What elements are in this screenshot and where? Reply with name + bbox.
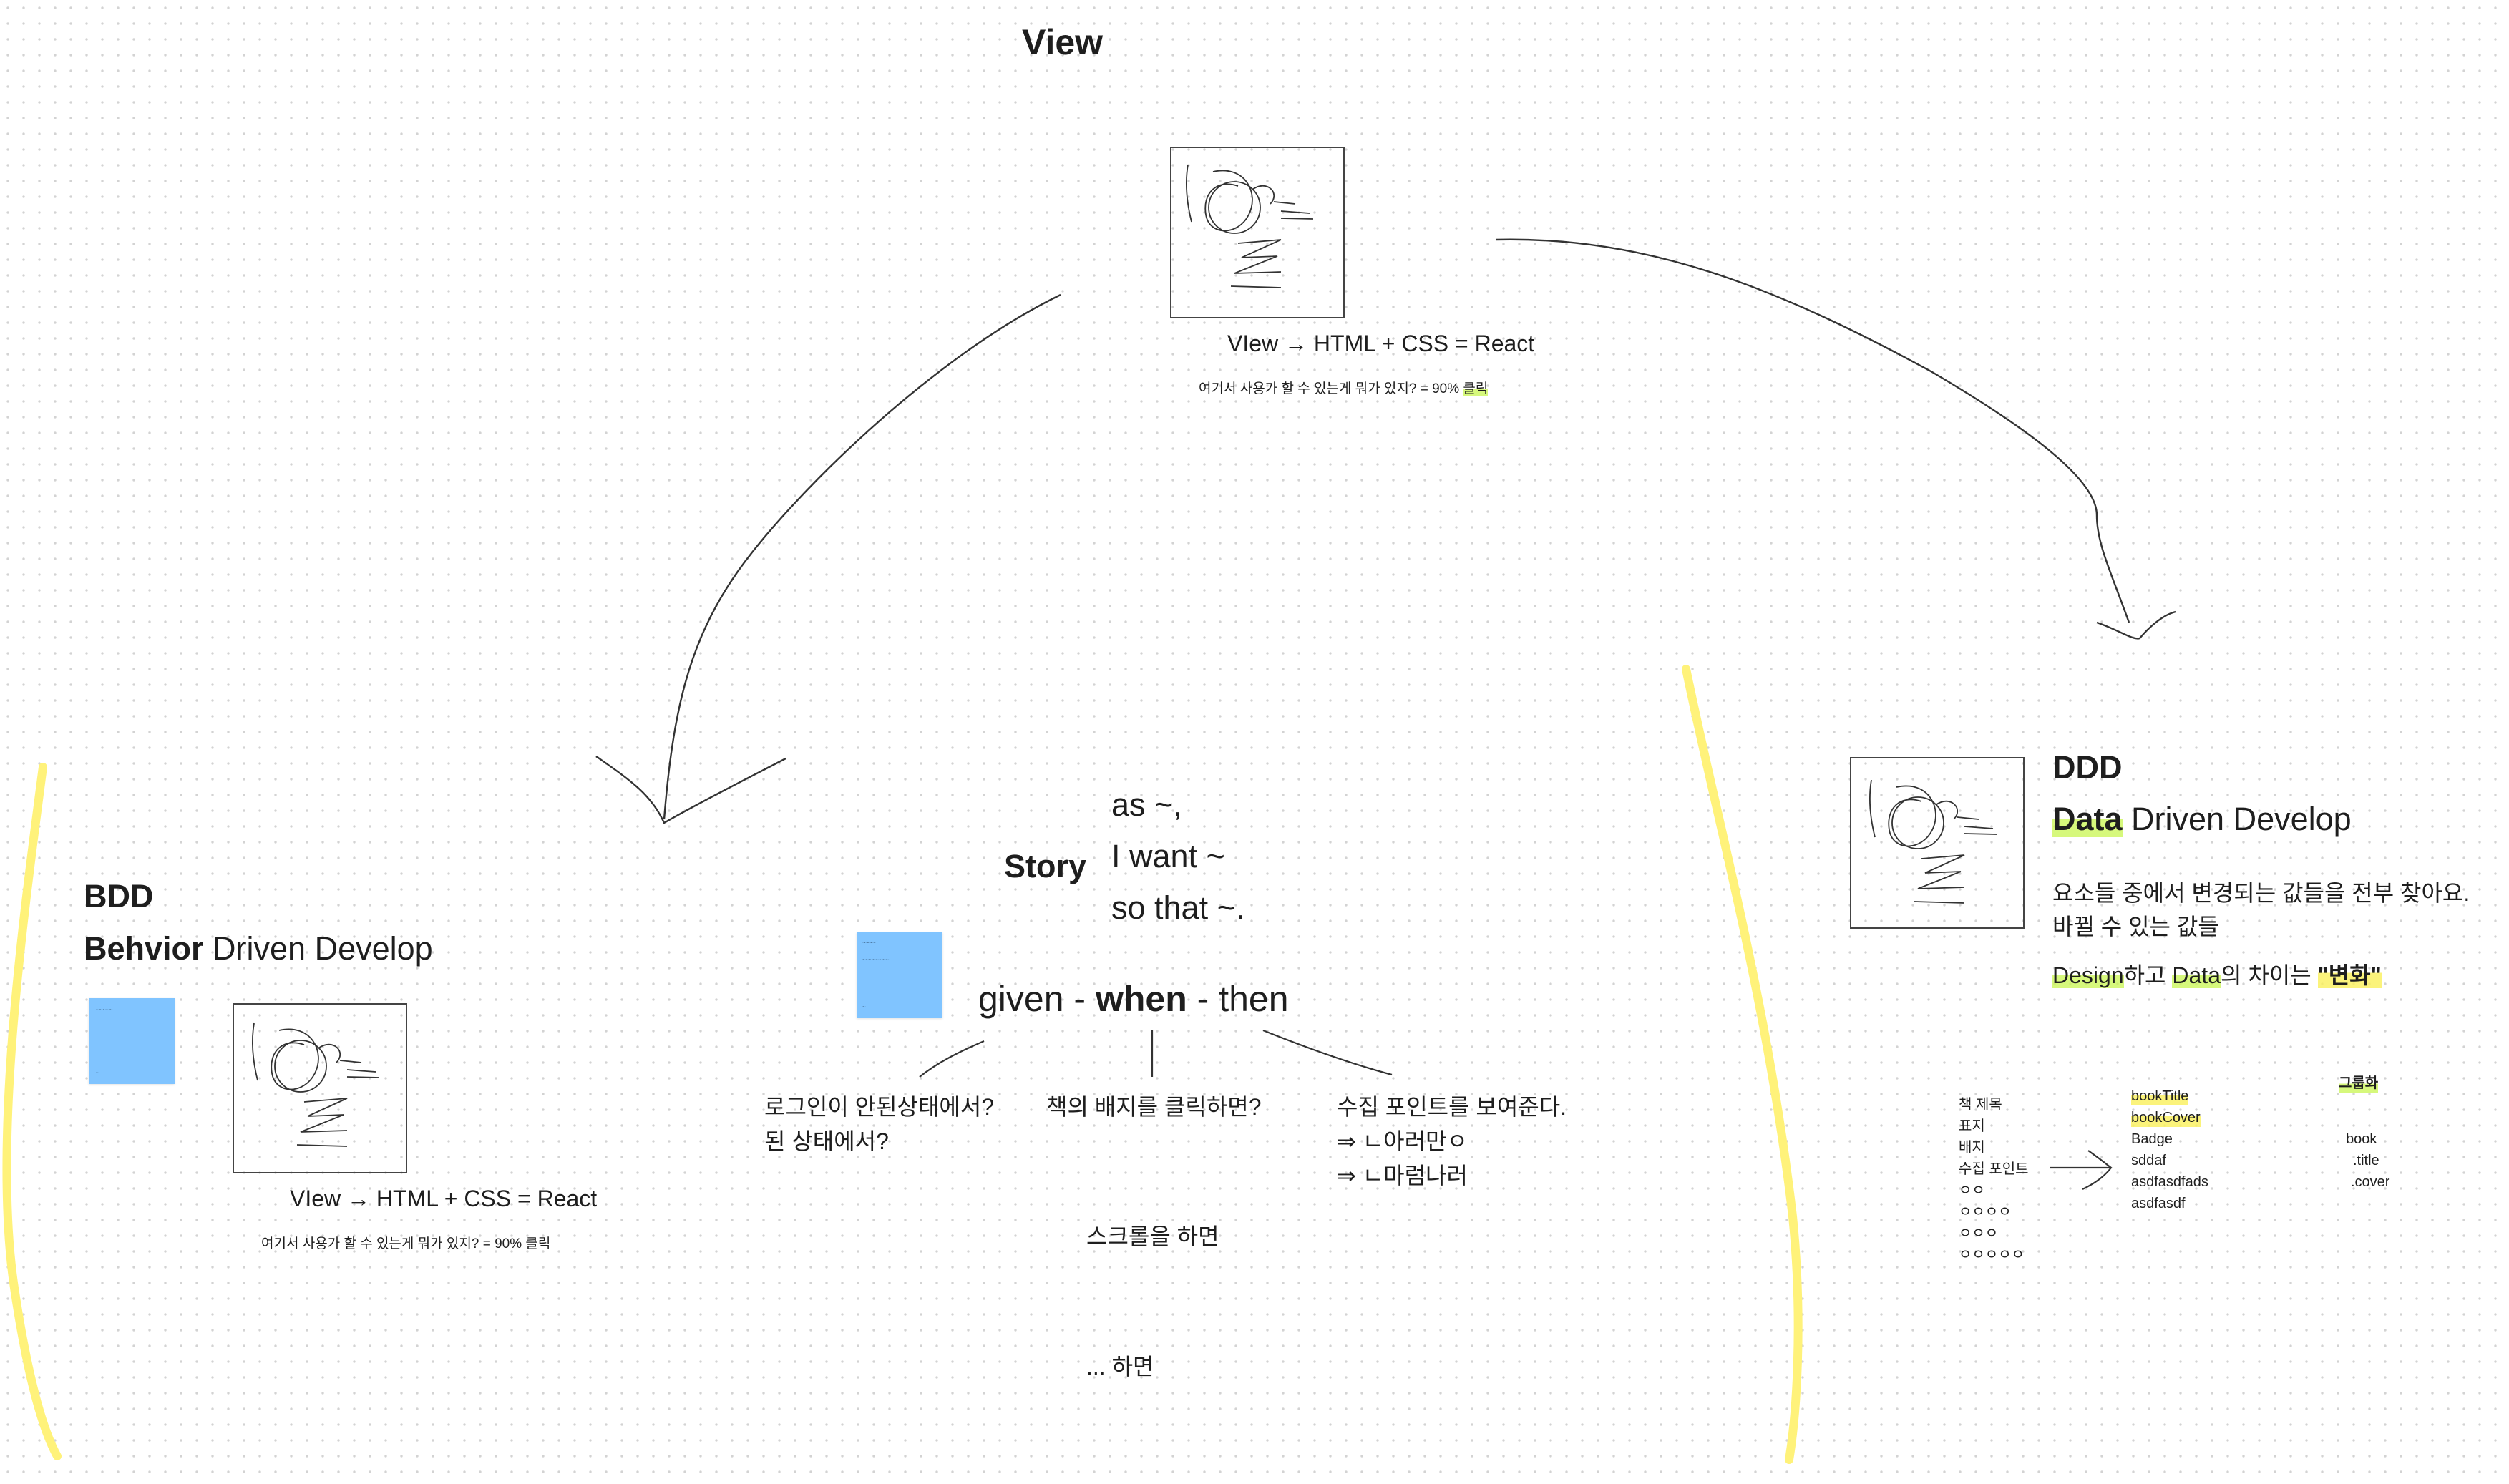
story-line-sothat: so that ~. [1111,889,1245,926]
ddd-name-rest: Driven Develop [2122,801,2352,837]
bdd-sticky-note[interactable]: ~~~~~ ~ [89,998,175,1084]
arrow-view-to-bdd [663,293,1061,820]
view-note-text: 여기서 사용가 할 수 있는게 뭐가 있지? = 90% [1199,381,1463,396]
sticky-scribble-2: ~~~~~~~~ [862,957,890,963]
connector-then [1262,1029,1393,1076]
bdd-full-name: Behvior Driven Develop [84,929,433,969]
ddd-list-mid-1: bookCover [2131,1109,2201,1127]
then-case-1: 수집 포인트를 보여준다. [1337,1094,1567,1120]
bdd-name-rest: Driven Develop [203,930,433,967]
given-case-1: 로그인이 안된상태에서? [764,1094,995,1120]
gwt-when: when [1095,979,1187,1019]
bdd-name-bold: Behvior [84,930,204,967]
ddd-full-name: Data Driven Develop [2052,799,2352,839]
ddd-list-right-1: .title [2353,1153,2379,1168]
story-line-as: as ~, [1111,786,1182,823]
view-title: View [1022,22,1104,62]
bdd-abbr: BDD [84,878,154,914]
ddd-diff-open: " [2317,962,2329,988]
story-line-want: I want ~ [1111,838,1225,874]
ddd-list-mid-4: asdfasdfads [2131,1174,2208,1190]
story-label: Story [1004,848,1087,884]
ddd-list-left-4: ㅇㅇ [1959,1183,1985,1199]
ddd-diff: Design하고 Data의 차이는 "변화" [2052,961,2382,990]
yellow-marker-right [1682,665,1803,1464]
ddd-list-left-1: 표지 [1959,1118,1985,1134]
ddd-list-right-2: .cover [2351,1174,2390,1190]
ddd-list-left-0: 책 제목 [1959,1097,2002,1113]
when-case-1: 책의 배지를 클릭하면? [1046,1094,1262,1120]
view-note: 여기서 사용가 할 수 있는게 뭐가 있지? = 90% 클릭 [1199,381,1489,398]
ddd-list-left-2: 배지 [1959,1140,1985,1156]
then-case-2: ⇒ ㄴ아러만ㅇ [1337,1128,1468,1154]
ddd-wireframe-frame[interactable] [1850,757,2025,929]
ddd-list-left-6: ㅇㅇㅇ [1959,1226,1999,1241]
gwt-then: - then [1187,979,1289,1019]
ddd-list-right-0: book [2346,1131,2377,1147]
etc-case: ... 하면 [1086,1354,1154,1380]
ddd-mapping-arrow [2050,1150,2113,1190]
ddd-diff-data: Data [2172,962,2221,988]
ddd-diff-design: Design [2052,962,2124,988]
story-sticky-note[interactable]: ~~~~ ~~~~~~~~ ~ [857,932,942,1018]
ddd-list-left-3: 수집 포인트 [1959,1161,2029,1177]
ddd-list-left-5: ㅇㅇㅇㅇ [1959,1204,2012,1220]
connector-given [919,1040,985,1078]
sticky-scribble: ~~~~ [862,939,876,946]
ddd-list-left-7: ㅇㅇㅇㅇㅇ [1959,1247,2025,1263]
view-wireframe-frame[interactable] [1170,147,1345,318]
given-case-2: 된 상태에서? [764,1128,889,1154]
sticky-scribble: ~~~~~ [96,1007,113,1013]
sticky-scribble-footer: ~ [96,1070,99,1076]
arrow-view-to-bdd-head [595,756,786,824]
ddd-diff-close: " [2370,962,2382,988]
ddd-group-label: 그룹화 [2339,1075,2379,1093]
gwt-heading: given - when - then [978,977,1289,1022]
arrow-view-to-ddd-head [2096,610,2176,640]
ddd-list-mid-3: sddaf [2131,1153,2166,1168]
ddd-desc-2: 바뀔 수 있는 값들 [2052,914,2219,939]
gwt-given: given - [978,979,1096,1019]
view-note-highlight: 클릭 [1463,381,1489,396]
bdd-note: 여기서 사용가 할 수 있는게 뭐가 있지? = 90% 클릭 [261,1236,551,1251]
ddd-list-mid-0: bookTitle [2131,1088,2189,1105]
arrow-view-to-ddd [1495,238,2130,623]
ddd-abbr: DDD [2052,749,2123,786]
then-case-3: ⇒ ㄴ마럼나러 [1337,1163,1468,1188]
ddd-name-highlight: Data [2052,801,2123,837]
bdd-wireframe-frame[interactable] [233,1003,407,1173]
sticky-scribble-footer: ~ [862,1004,866,1010]
yellow-marker-left [2,763,62,1460]
ddd-list-mid-5: asdfasdf [2131,1196,2186,1211]
view-formula: VIew → HTML + CSS = React [1227,331,1535,356]
scroll-case: 스크롤을 하면 [1086,1224,1219,1249]
ddd-diff-mid1: 하고 [2123,962,2173,988]
bdd-formula: VIew → HTML + CSS = React [290,1186,598,1211]
ddd-desc-1: 요소들 중에서 변경되는 값들을 전부 찾아요. [2052,880,2470,906]
ddd-diff-change: 변화 [2328,962,2371,988]
ddd-list-mid-2: Badge [2131,1131,2173,1147]
ddd-diff-mid2: 의 차이는 [2220,962,2318,988]
